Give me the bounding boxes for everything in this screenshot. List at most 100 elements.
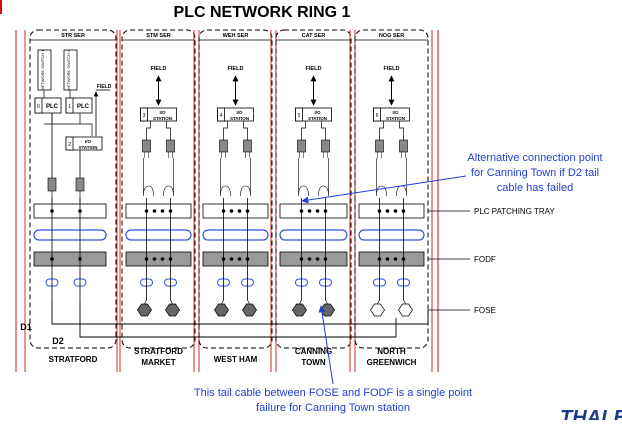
alt-connection-arrow [301, 175, 467, 204]
fose-label: FOSE [474, 306, 496, 315]
fodf-port [315, 257, 320, 261]
tray-port [160, 209, 165, 213]
io-wiring [379, 121, 404, 140]
media-converter [142, 139, 151, 153]
station-name-line: CANNING [295, 347, 332, 356]
field-label: FIELD [151, 66, 167, 72]
network-switch-2-box [63, 49, 78, 91]
stratford-drops [51, 113, 81, 178]
fibre-loop [279, 229, 348, 241]
field-label: FIELD [306, 66, 322, 72]
room-code-label: NOG SER [379, 33, 404, 39]
io-wiring [146, 121, 171, 140]
fodf-panel [358, 251, 425, 267]
room-box [354, 29, 429, 349]
patch-loop [240, 158, 251, 197]
diagram-title: PLC NETWORK RING 1 [174, 4, 351, 21]
io-label: I/O [392, 110, 399, 115]
media-converter [166, 139, 175, 153]
tail-cable-note-line-2: failure for Canning Town station [256, 402, 410, 414]
room-box [121, 29, 196, 349]
plc-2-number: 1 [68, 104, 71, 110]
fose-enclosure [214, 303, 229, 317]
fodf-label: FODF [474, 255, 496, 264]
fodf-port [385, 257, 390, 261]
fose-enclosure [370, 303, 385, 317]
room-code-label: STR SER [61, 33, 85, 39]
d1-label: D1 [20, 322, 32, 332]
tail-cable-arrow [318, 305, 334, 385]
io-num-box [65, 136, 74, 151]
converter-leads [377, 152, 382, 158]
tray-port [315, 209, 320, 213]
stratford-field-label: FIELD [97, 84, 112, 90]
plc-patching-tray [125, 203, 192, 219]
io-wiring [223, 121, 248, 140]
alt-connection-note-line-3: cable has failed [497, 182, 573, 194]
fose-tails [221, 299, 250, 305]
room-code-label: STM SER [146, 33, 170, 39]
media-converter [47, 177, 57, 192]
room-box [29, 29, 117, 349]
media-converter [219, 139, 228, 153]
media-converter [399, 139, 408, 153]
patch-loop [396, 158, 407, 197]
room-box [275, 29, 352, 349]
alt-connection-note-line-1: Alternative connection point [467, 152, 602, 164]
fose-enclosure [398, 303, 413, 317]
converter-leads [299, 152, 304, 158]
patch-loop [143, 158, 154, 197]
tray-port [385, 209, 390, 213]
tray-port [237, 209, 242, 213]
io-num-box [217, 107, 225, 122]
fodf-port [160, 257, 165, 261]
station-name-line: MARKET [141, 358, 175, 367]
fodf-port [229, 257, 234, 261]
converter-leads [401, 152, 406, 158]
io-station-number: 2 [68, 142, 71, 148]
fodf-panel [33, 251, 107, 267]
converter-leads [245, 152, 250, 158]
network-switch-1-label: NETWORK SWITCH 1 [40, 49, 45, 90]
network-switch-2-label: NETWORK SWITCH 2 [66, 49, 71, 90]
d2-line [79, 300, 397, 338]
media-converter [321, 139, 330, 153]
fose-enclosure [242, 303, 257, 317]
room-box [198, 29, 273, 349]
plc-1-number: 0 [37, 104, 40, 110]
tail-cable-note-line-1: This tail cable between FOSE and FODF is… [194, 387, 472, 399]
tray-port [307, 209, 312, 213]
io-station-label: STATION [78, 145, 97, 150]
station-name-line: TOWN [301, 358, 326, 367]
fibre-loop [33, 229, 107, 241]
media-converter [375, 139, 384, 153]
alt-connection-note-line-2: for Canning Town if D2 tail [471, 167, 599, 179]
fibre-loop [125, 229, 192, 241]
media-converter [297, 139, 306, 153]
io-label: I/O [85, 139, 92, 144]
fose-enclosure [137, 303, 152, 317]
converter-leads [144, 152, 149, 158]
plc-1-label: PLC [46, 104, 59, 110]
plc-patching-tray [279, 203, 348, 219]
io-station-label: STATION [153, 116, 172, 121]
station-name-line: NORTH [377, 347, 406, 356]
station-column: STR SER NETWORK SWITCH 1 NETWORK SWITCH 2 0… [24, 29, 121, 372]
plc-patching-tray [358, 203, 425, 219]
logo-fragment: THALES [560, 407, 622, 420]
plc-2-num-box [65, 97, 74, 114]
io-num-box [140, 107, 148, 122]
plc-patching-tray [202, 203, 269, 219]
fodf-panel [202, 251, 269, 267]
converter-leads [221, 152, 226, 158]
tray-port [152, 209, 157, 213]
fodf-panel [125, 251, 192, 267]
fodf-port [307, 257, 312, 261]
io-num-box [295, 107, 303, 122]
station-name-line: STRATFORD [49, 355, 98, 364]
patch-loop [220, 158, 231, 197]
